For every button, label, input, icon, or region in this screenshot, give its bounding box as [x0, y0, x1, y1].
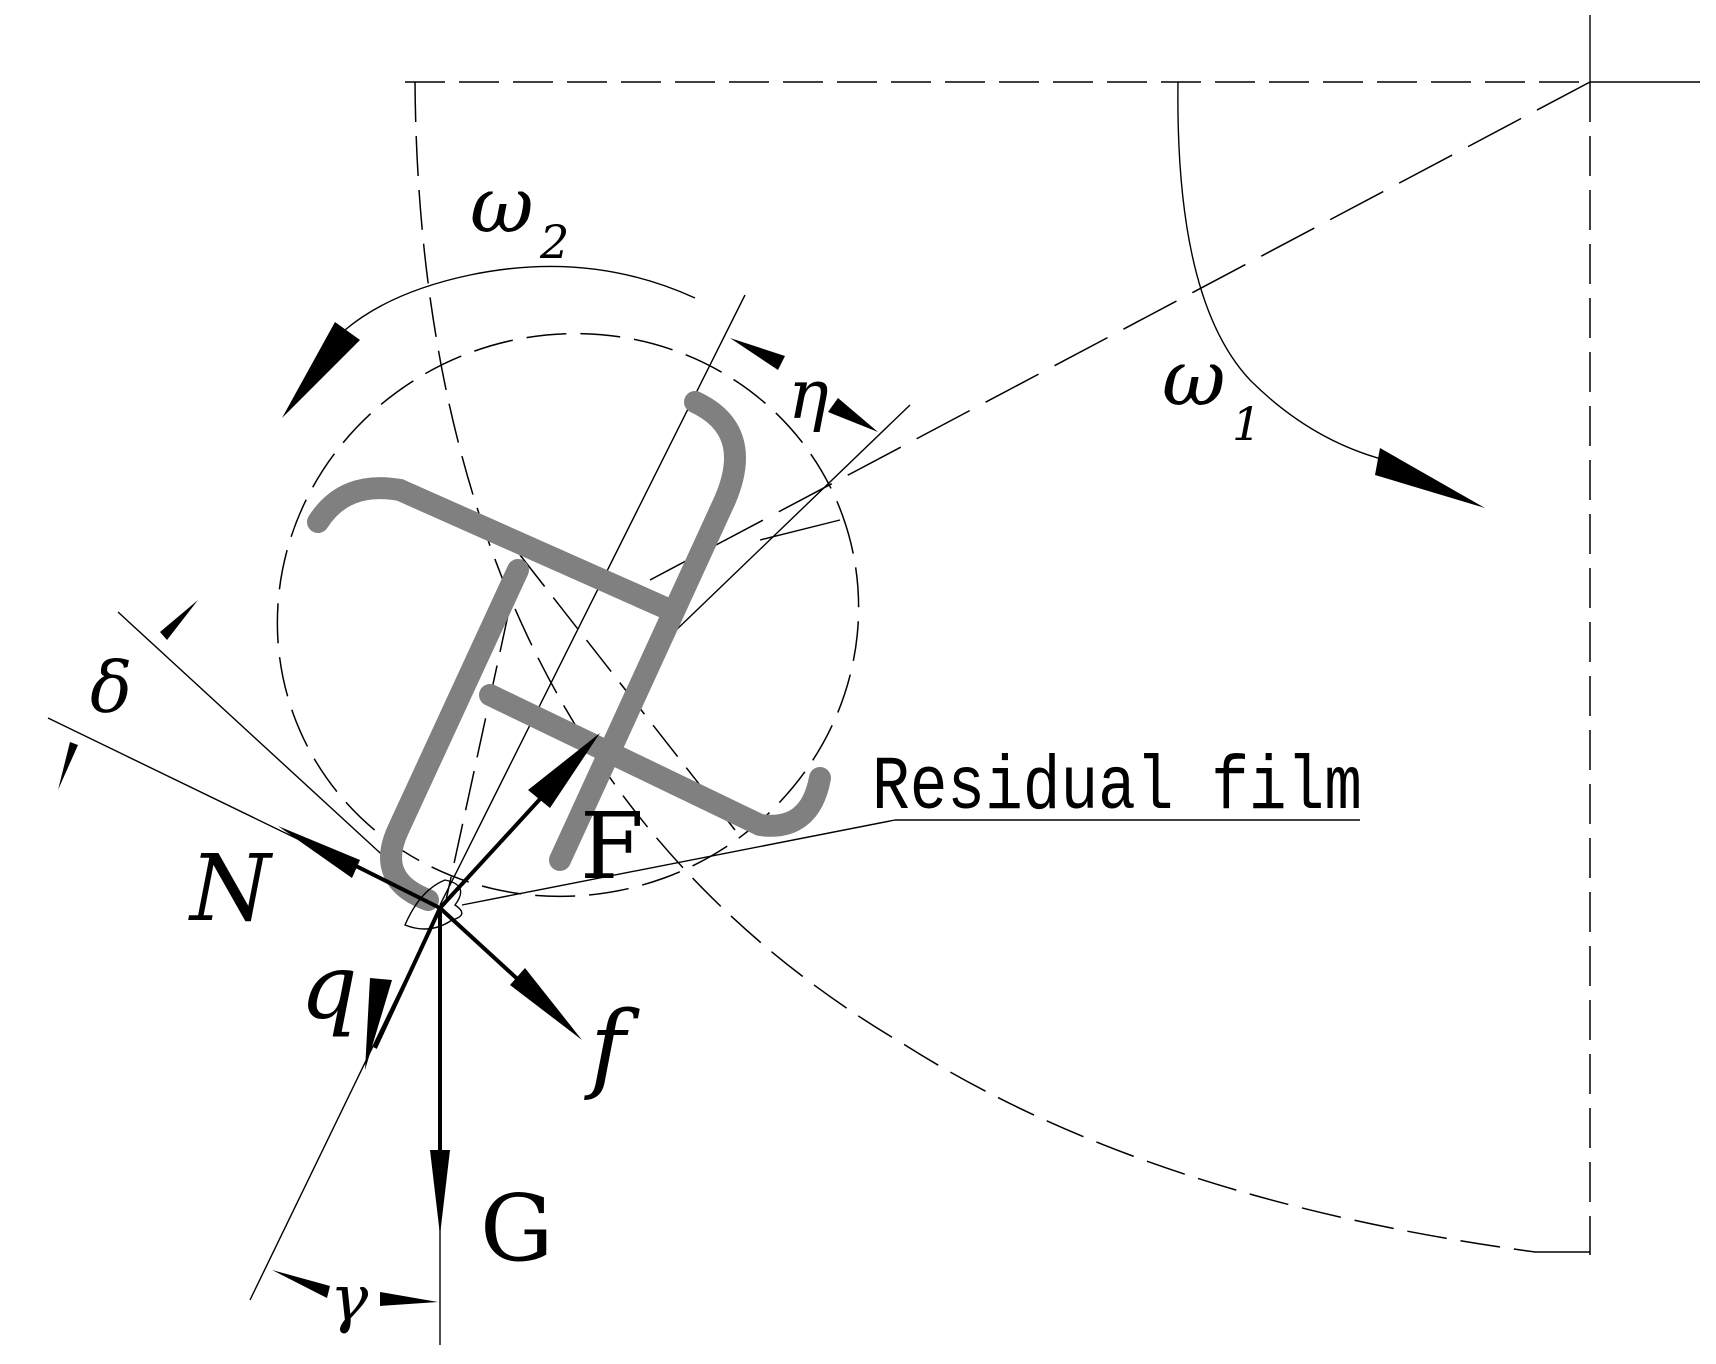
omega1-arc — [1177, 81, 1386, 461]
force-q-shaft — [373, 907, 442, 1049]
blade-assembly — [307, 391, 831, 911]
gamma-label: γ — [330, 1262, 369, 1336]
force-G-label: G — [480, 1175, 554, 1282]
force-G-arrowhead — [430, 1150, 450, 1235]
outer-rotation-arc — [414, 81, 1536, 1253]
force-N-label: N — [188, 835, 274, 942]
eta-label: η — [788, 356, 829, 435]
force-N-arrowhead — [278, 826, 360, 878]
force-q-label: q — [300, 935, 358, 1040]
blade-left-tine — [380, 559, 529, 911]
delta-arrow-bottom — [58, 742, 78, 790]
upper-tangent-line — [644, 404, 911, 661]
omega2-arrowhead — [282, 322, 360, 418]
eta-arrow-right — [828, 398, 878, 432]
omega2-subscript: 2 — [539, 215, 569, 269]
force-F-arrowhead — [528, 733, 600, 808]
reference-frame — [405, 15, 1700, 1255]
force-q-arrowhead — [365, 978, 392, 1070]
blade-dashed-circle — [276, 332, 860, 898]
residual-film-label: Residual film — [872, 745, 1362, 831]
residual-film-leader-line — [461, 819, 896, 906]
omega1-label: ω — [1162, 334, 1226, 424]
omega2-arc — [344, 265, 696, 331]
omega1-subscript: 1 — [1232, 397, 1261, 451]
blade-upper-tine — [307, 477, 681, 621]
force-f-label: f — [584, 991, 640, 1103]
gamma-arrow-left — [272, 1270, 330, 1298]
angle-markers — [58, 338, 878, 1306]
force-vectors — [278, 733, 600, 1235]
force-f-arrowhead — [510, 968, 582, 1040]
eta-line-lower — [759, 519, 841, 541]
delta-label: δ — [90, 647, 132, 729]
blade-lower-tine — [479, 684, 831, 837]
delta-arrow-top — [160, 600, 198, 640]
omega1-arrowhead — [1375, 448, 1485, 508]
force-F-label: F — [580, 793, 644, 900]
center-to-pivot-dashed-line — [649, 81, 1591, 581]
gamma-arrow-right — [380, 1292, 438, 1306]
omega2-label: ω — [470, 161, 534, 251]
eta-arrow-left — [730, 338, 785, 370]
labels: ω 2 ω 1 η δ γ N F q f G Residual film — [90, 161, 1362, 1336]
blade-right-tine — [549, 391, 746, 871]
